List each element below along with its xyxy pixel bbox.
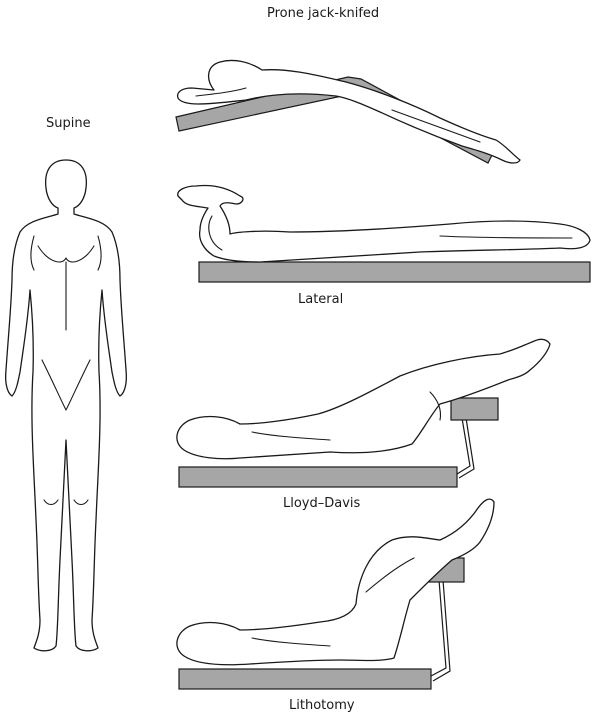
- supine-label: Supine: [46, 116, 91, 131]
- lithotomy-table: [179, 669, 431, 689]
- lloyd-davis-label: Lloyd–Davis: [283, 496, 360, 511]
- lateral-body-outline: [178, 185, 590, 262]
- supine-figure: [6, 160, 127, 651]
- lloyd-davis-group: [177, 339, 550, 487]
- lithotomy-label: Lithotomy: [289, 698, 355, 713]
- lateral-group: [178, 185, 590, 282]
- supine-body-outline: [6, 160, 127, 651]
- prone-jackknife-group: [176, 60, 520, 163]
- lateral-table: [199, 262, 590, 282]
- lloyd-davis-table: [179, 467, 457, 487]
- lloyd-davis-support-bar: [457, 418, 470, 474]
- lithotomy-group: [177, 499, 494, 689]
- lithotomy-support-bar-inner: [433, 580, 450, 681]
- prone-leg-line: [392, 110, 480, 142]
- lloyd-davis-leg-rest: [451, 398, 498, 420]
- lateral-label: Lateral: [298, 292, 343, 307]
- prone-jackknife-label: Prone jack-knifed: [267, 6, 379, 21]
